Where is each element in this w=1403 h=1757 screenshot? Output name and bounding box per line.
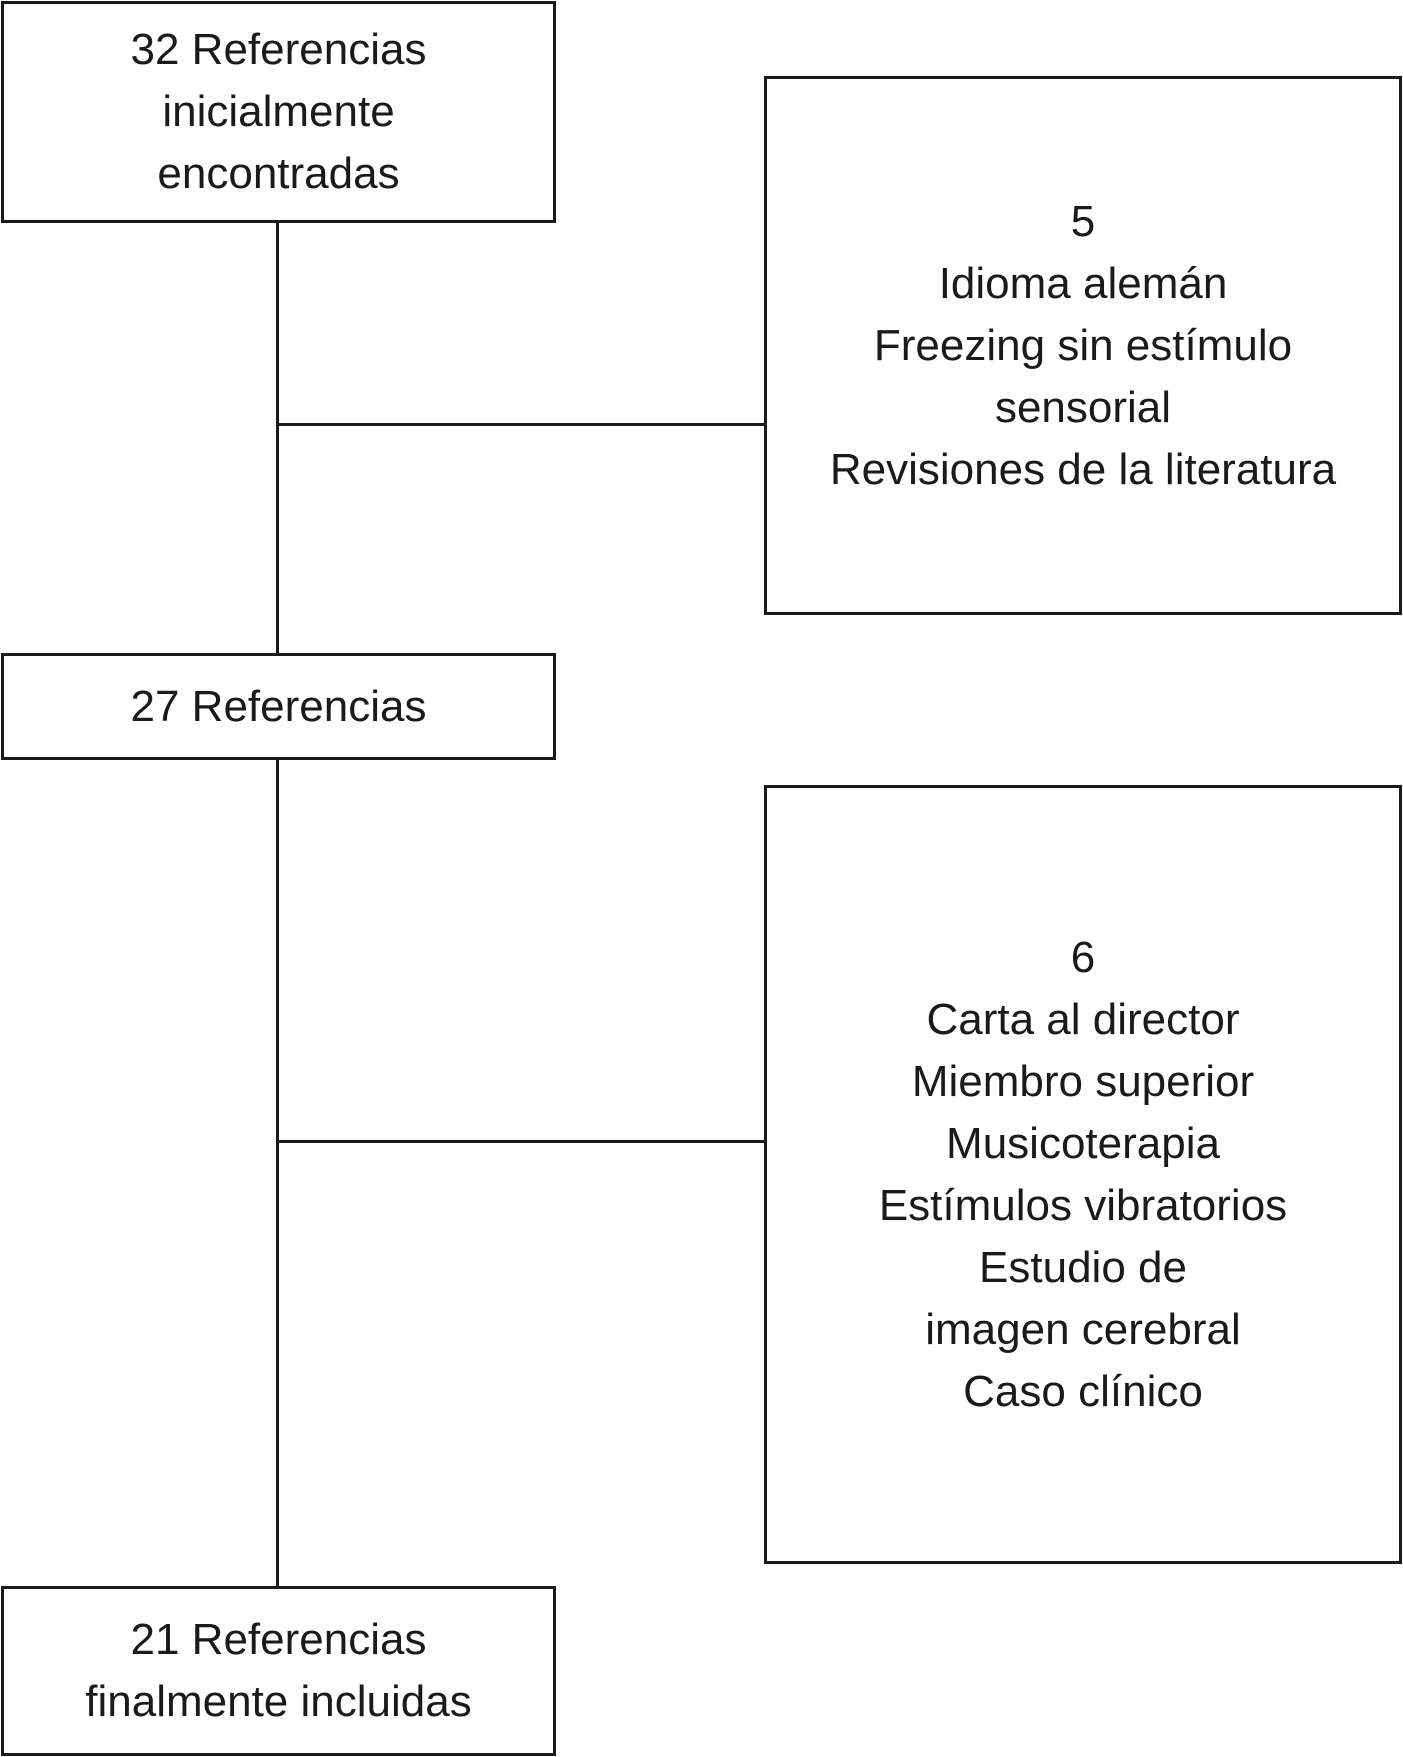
connector-middle-to-final (276, 760, 279, 1586)
exclusion-box-1: 5 Idioma alemán Freezing sin estímulo se… (764, 76, 1402, 615)
exclusion-2-count: 6 (1070, 932, 1096, 982)
exclusion-2-reason: Miembro superior (911, 1056, 1255, 1106)
connector-initial-to-middle (276, 223, 279, 653)
exclusion-2-reason: Caso clínico (963, 1366, 1203, 1416)
screened-references-box: 27 Referencias (1, 653, 556, 760)
exclusion-box-2: 6 Carta al director Miembro superior Mus… (764, 785, 1402, 1564)
final-references-box: 21 Referencias finalmente incluidas (1, 1586, 556, 1756)
connector-to-exclusion-1 (276, 423, 764, 426)
initial-references-box: 32 Referencias inicialmente encontradas (1, 1, 556, 223)
final-line: finalmente incluidas (85, 1677, 472, 1726)
exclusion-1-reason: Idioma alemán (938, 258, 1228, 308)
exclusion-1-reason: Freezing sin estímulo (873, 320, 1293, 370)
exclusion-1-reason: Revisiones de la literatura (829, 444, 1337, 494)
exclusion-2-reason: Estímulos vibratorios (878, 1180, 1288, 1230)
middle-line: 27 Referencias (130, 681, 427, 731)
exclusion-1-count: 5 (1070, 196, 1096, 246)
exclusion-2-reason: Carta al director (926, 994, 1240, 1044)
initial-line: encontradas (157, 149, 400, 198)
exclusion-2-reason: Musicoterapia (946, 1118, 1220, 1168)
final-line: 21 Referencias (130, 1615, 427, 1664)
exclusion-2-reason: Estudio de (979, 1242, 1187, 1292)
connector-to-exclusion-2 (276, 1140, 764, 1143)
exclusion-2-reason: imagen cerebral (925, 1304, 1241, 1354)
initial-line: 32 Referencias (130, 25, 427, 74)
initial-line: inicialmente (162, 87, 395, 136)
exclusion-1-reason: sensorial (994, 382, 1172, 432)
